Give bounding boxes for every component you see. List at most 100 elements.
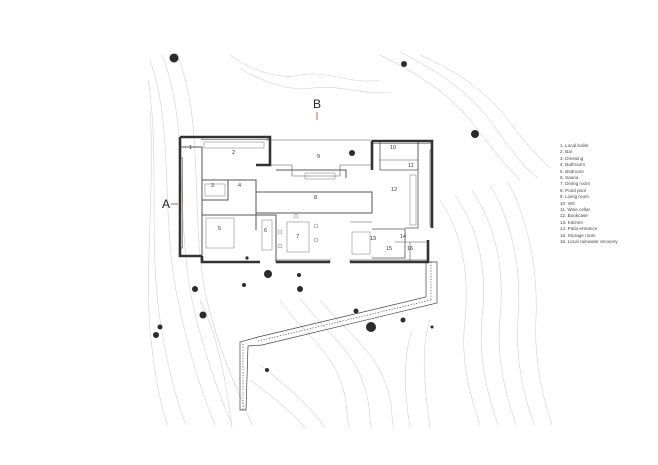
legend-item: 13. Kitchen bbox=[560, 220, 656, 226]
legend-item: 9. Living room bbox=[560, 194, 656, 200]
trees bbox=[153, 53, 479, 372]
room-number-15: 15 bbox=[386, 246, 392, 252]
tree bbox=[349, 150, 355, 156]
legend-label: Dressing bbox=[565, 155, 584, 161]
room-numbers: 1 2 3 4 5 6 7 8 9 10 11 12 13 14 15 16 bbox=[189, 145, 414, 252]
legend-item: 6. Sauna bbox=[560, 175, 656, 181]
legend-num: 1. bbox=[560, 143, 564, 148]
tree bbox=[264, 270, 272, 278]
legend-label: Local boiler bbox=[565, 143, 589, 148]
bookcase bbox=[409, 174, 417, 226]
legend-item: 11. Wine cellar bbox=[560, 207, 656, 213]
room-number-10: 10 bbox=[390, 145, 396, 151]
room-number-12: 12 bbox=[391, 187, 397, 193]
legend-item: 7. Dining room bbox=[560, 181, 656, 187]
legend-num: 14. bbox=[560, 226, 567, 232]
legend-num: 4. bbox=[560, 162, 564, 168]
tree bbox=[153, 332, 159, 338]
legend-num: 10. bbox=[560, 200, 567, 206]
interior-walls bbox=[180, 139, 428, 262]
legend-item: 4. Bathroom bbox=[560, 162, 656, 168]
contour-lines bbox=[147, 51, 553, 429]
tree bbox=[366, 322, 376, 332]
legend-num: 5. bbox=[560, 168, 564, 174]
legend-label: Sauna bbox=[565, 175, 579, 181]
walkway bbox=[239, 261, 438, 411]
legend-label: Living room bbox=[565, 194, 589, 200]
legend-item: 15. Storage room bbox=[560, 233, 656, 239]
room-number-7: 7 bbox=[296, 234, 299, 240]
tree bbox=[199, 311, 207, 319]
legend-item: 1. Local boiler bbox=[560, 143, 656, 149]
legend-num: 11. bbox=[560, 207, 567, 213]
glazing bbox=[180, 137, 433, 263]
legend-num: 15. bbox=[560, 232, 567, 238]
room-number-9: 9 bbox=[317, 154, 320, 160]
furniture bbox=[203, 141, 417, 255]
legend-label: Bedroom bbox=[565, 168, 584, 174]
legend-num: 6. bbox=[560, 175, 564, 181]
section-label-b: B bbox=[313, 97, 321, 111]
legend-num: 13. bbox=[560, 219, 567, 225]
dining-table bbox=[286, 221, 310, 253]
legend-label: Dining room bbox=[565, 181, 590, 187]
kitchen-counter bbox=[351, 231, 371, 255]
tree bbox=[157, 324, 163, 330]
legend-label: Patio entrance bbox=[567, 226, 598, 232]
tree bbox=[192, 286, 198, 292]
room-number-14: 14 bbox=[400, 234, 406, 240]
tree bbox=[400, 317, 406, 323]
room-number-2: 2 bbox=[232, 150, 235, 156]
legend-item: 2. Bar bbox=[560, 149, 656, 155]
legend-num: 2. bbox=[560, 149, 564, 155]
bed bbox=[205, 217, 235, 249]
room-number-5: 5 bbox=[218, 226, 221, 232]
legend-label: Bookcase bbox=[567, 213, 588, 219]
section-marker-b: B bbox=[313, 97, 321, 120]
legend-label: WC bbox=[567, 200, 576, 206]
tree bbox=[297, 273, 301, 277]
legend-label: Storage room bbox=[567, 232, 596, 238]
legend-num: 12. bbox=[560, 213, 567, 219]
room-number-13: 13 bbox=[370, 236, 376, 242]
room-number-11: 11 bbox=[408, 163, 414, 169]
tree bbox=[430, 325, 434, 329]
legend-num: 16. bbox=[560, 239, 567, 245]
legend-item: 5. Bedroom bbox=[560, 169, 656, 175]
legend-item: 8. Pond pool bbox=[560, 188, 656, 194]
legend-item: 10. WC bbox=[560, 201, 656, 207]
legend-item: 16. Local rainwater recovery bbox=[560, 239, 656, 245]
legend-item: 3. Dressing bbox=[560, 156, 656, 162]
legend-item: 14. Patio entrance bbox=[560, 226, 656, 232]
tree bbox=[245, 256, 249, 260]
room-number-8: 8 bbox=[314, 195, 317, 201]
tree bbox=[471, 130, 479, 138]
tub bbox=[204, 183, 226, 197]
legend-num: 8. bbox=[560, 187, 564, 193]
sofa bbox=[304, 172, 336, 180]
room-number-3: 3 bbox=[211, 183, 214, 189]
legend-num: 9. bbox=[560, 194, 564, 200]
section-label-a: A bbox=[162, 197, 170, 211]
room-number-1: 1 bbox=[189, 145, 192, 151]
tree bbox=[242, 283, 246, 287]
bar-counter bbox=[203, 141, 265, 149]
tree bbox=[169, 53, 179, 63]
room-number-16: 16 bbox=[407, 246, 413, 252]
legend-num: 7. bbox=[560, 181, 564, 187]
legend-label: Bar bbox=[565, 149, 573, 155]
room-legend: 1. Local boiler 2. Bar 3. Dressing 4. Ba… bbox=[560, 143, 656, 246]
legend-label: Wine cellar bbox=[567, 207, 591, 213]
tree bbox=[353, 308, 359, 314]
room-number-6: 6 bbox=[264, 228, 267, 234]
sauna-bench bbox=[261, 219, 273, 251]
legend-label: Kitchen bbox=[567, 219, 583, 225]
legend-num: 3. bbox=[560, 155, 564, 161]
legend-label: Pond pool bbox=[565, 187, 586, 193]
room-number-4: 4 bbox=[238, 183, 241, 189]
tree bbox=[297, 286, 303, 292]
legend-label: Bathroom bbox=[565, 162, 586, 168]
tree bbox=[401, 61, 407, 67]
legend-item: 12. Bookcase bbox=[560, 213, 656, 219]
